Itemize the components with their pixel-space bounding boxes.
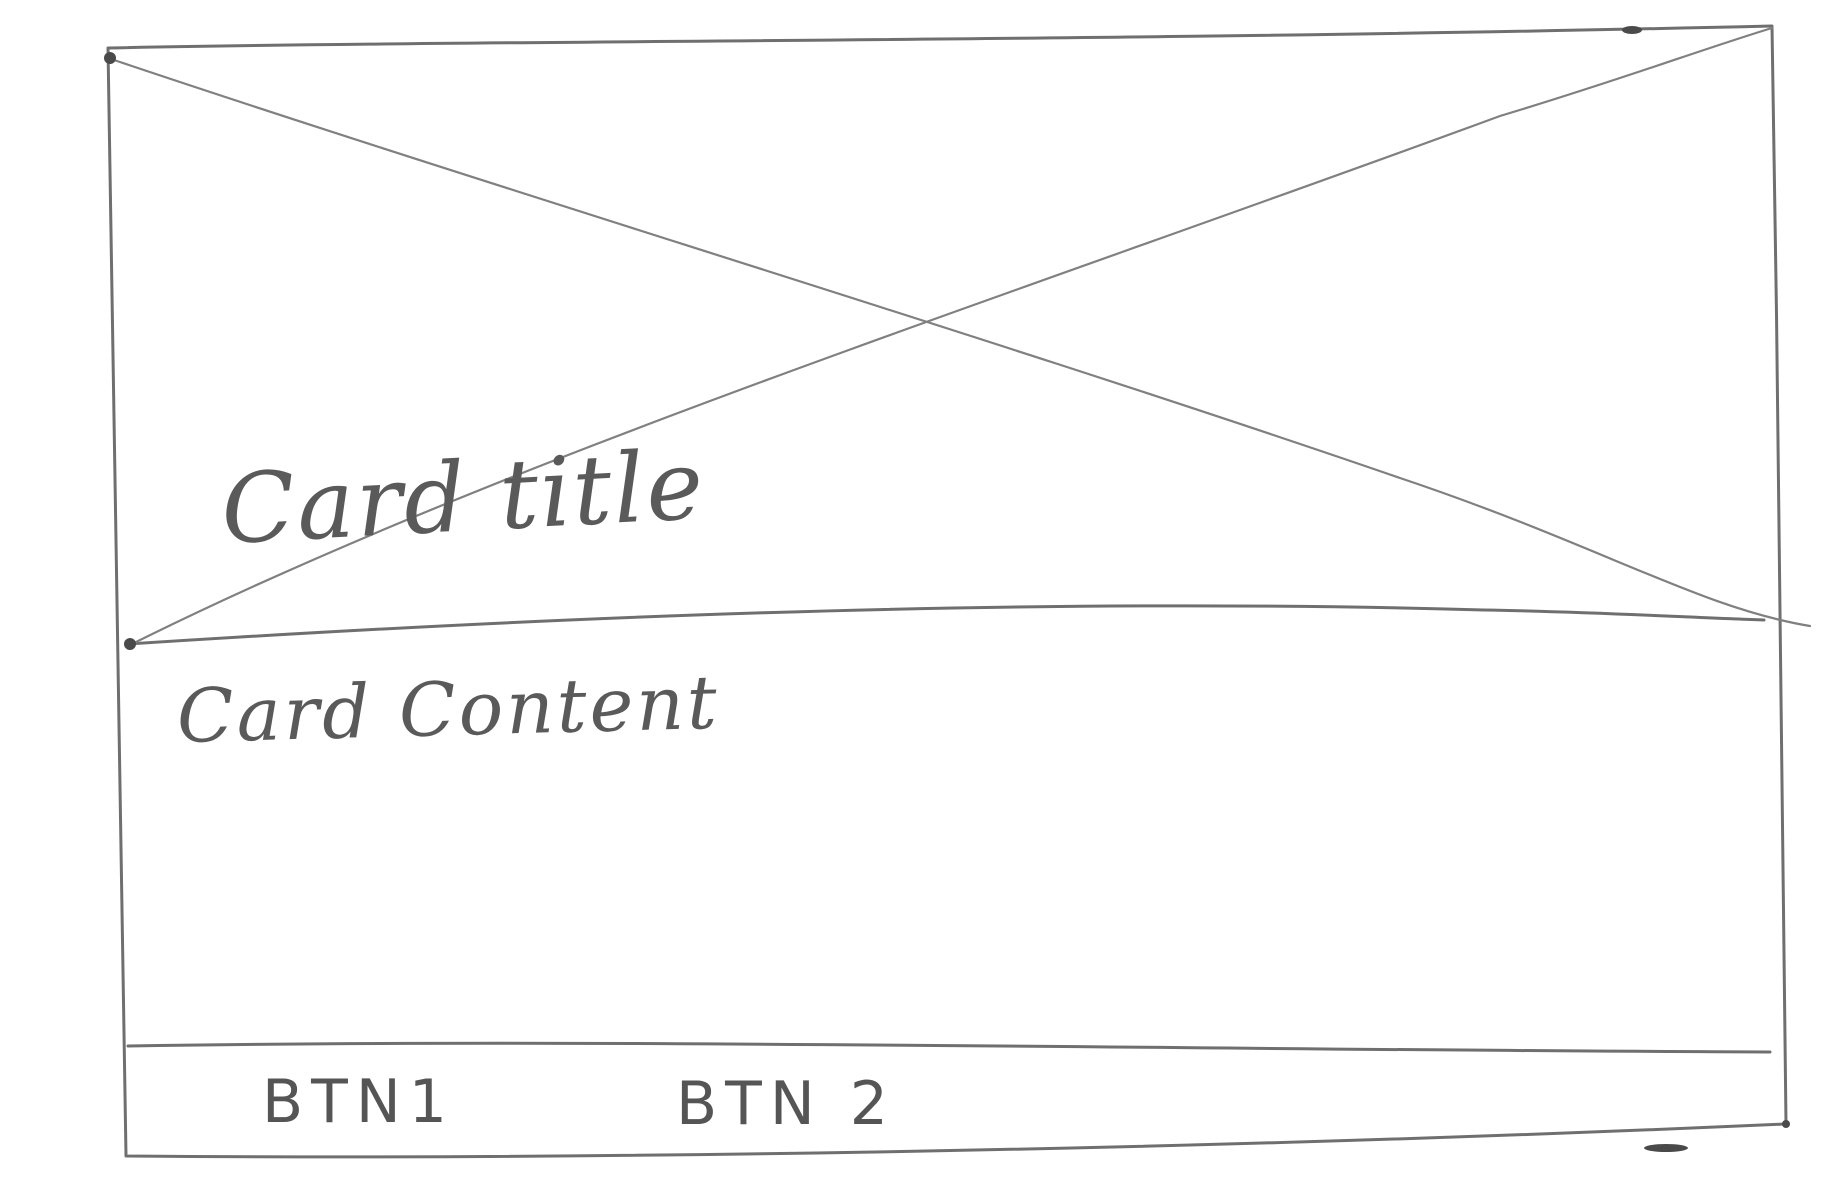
card-content: Card Content [175,659,721,760]
corner-mark-br [1782,1120,1790,1128]
image-placeholder-icon [106,26,1812,648]
btn1-button[interactable]: BTN1 [262,1067,455,1137]
btn2-button[interactable]: BTN 2 [676,1069,896,1139]
corner-mark-tl [104,52,116,64]
corner-mark-bl [124,638,136,650]
corner-mark-b [1644,1144,1688,1152]
cross-line-a [106,56,1812,628]
corner-mark-tr [1622,26,1642,34]
card-frame [106,24,1788,1159]
card-title: Card title [218,428,708,566]
image-area-divider [126,604,1766,646]
button-bar-divider [126,1041,1772,1054]
cross-line-b [126,26,1774,648]
